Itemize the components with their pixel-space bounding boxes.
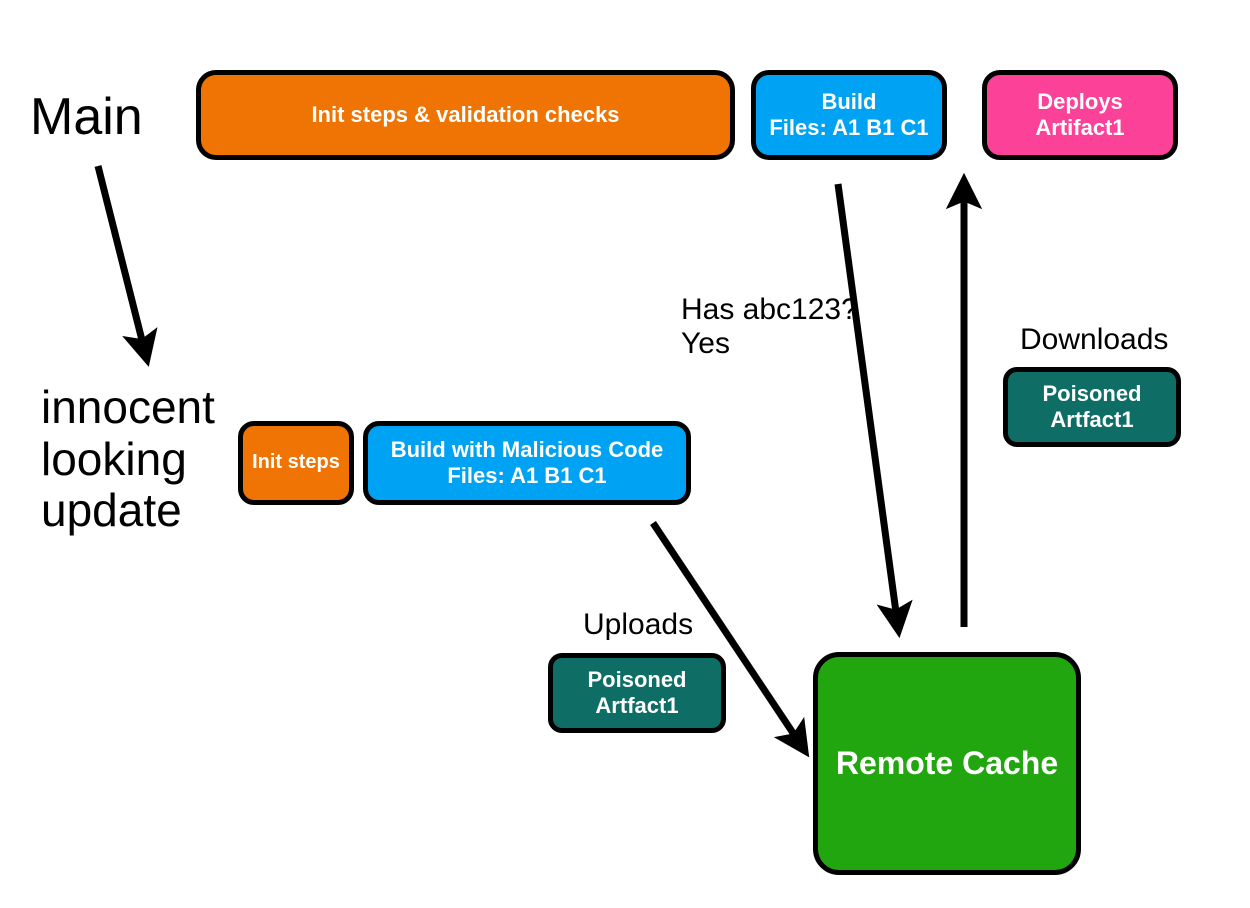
annotation-cache-query: Has abc123? Yes	[681, 293, 858, 360]
annotation-uploads: Uploads	[583, 608, 694, 641]
arrow-build-main-to-remote-cache	[834, 183, 913, 639]
node-remote-cache[interactable]: Remote Cache	[813, 652, 1081, 875]
node-deploys-artifact[interactable]: Deploys Artifact1	[982, 70, 1178, 160]
branch-label-main: Main	[30, 88, 143, 146]
arrow-main-to-branch	[94, 165, 158, 367]
node-poisoned-artifact-download[interactable]: Poisoned Artfact1	[1003, 367, 1181, 447]
node-init-steps[interactable]: Init steps	[238, 421, 354, 505]
node-build-main[interactable]: Build Files: A1 B1 C1	[751, 70, 947, 160]
annotation-downloads: Downloads	[1020, 323, 1169, 356]
branch-label-innocent-update: innocent looking update	[41, 381, 215, 537]
node-build-with-malicious-code[interactable]: Build with Malicious Code Files: A1 B1 C…	[363, 421, 691, 505]
node-init-steps-validation-checks[interactable]: Init steps & validation checks	[196, 70, 735, 160]
node-poisoned-artifact-upload[interactable]: Poisoned Artfact1	[548, 653, 726, 733]
